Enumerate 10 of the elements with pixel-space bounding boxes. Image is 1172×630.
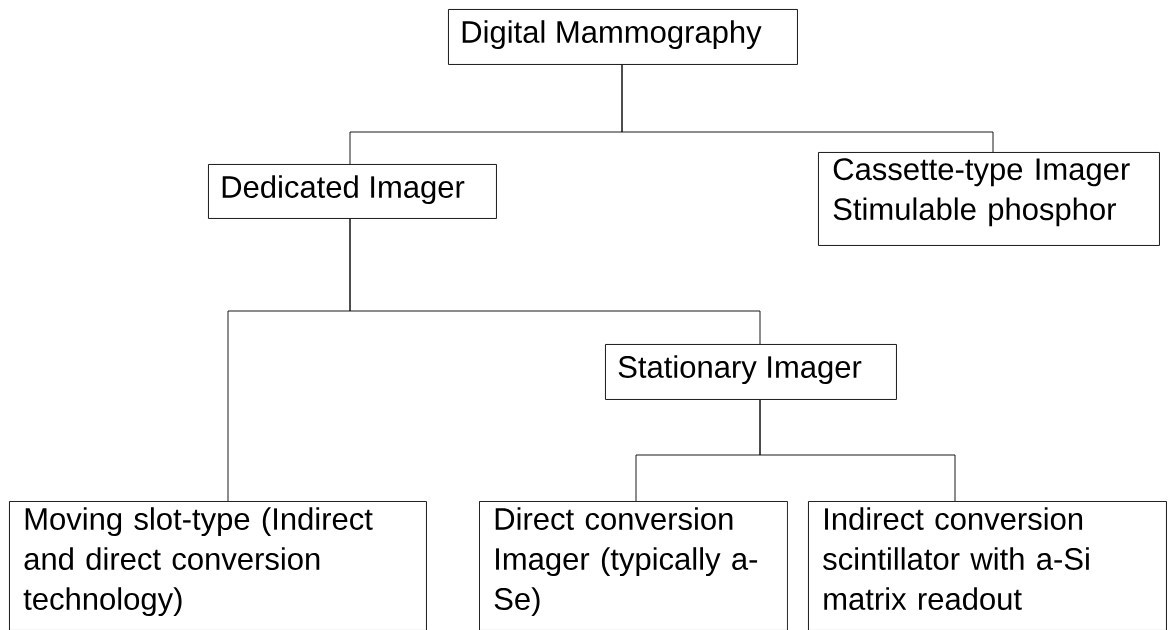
node-box: Cassette-type Imager Stimulable phosphor xyxy=(818,152,1160,246)
node-box: Dedicated Imager xyxy=(208,164,497,219)
node-box: Moving slot-type (Indirect and direct conversion technology) xyxy=(9,501,427,630)
node-box: Digital Mammography xyxy=(448,9,798,65)
connector xyxy=(621,64,994,153)
node-box: Direct conversion Imager (typically a-Se) xyxy=(479,501,788,630)
connector xyxy=(759,399,956,502)
node-box: Stationary Imager xyxy=(605,344,897,400)
connector xyxy=(349,218,761,345)
node-box: Indirect conversion scintillator with a-Si matrix readout xyxy=(808,501,1167,630)
